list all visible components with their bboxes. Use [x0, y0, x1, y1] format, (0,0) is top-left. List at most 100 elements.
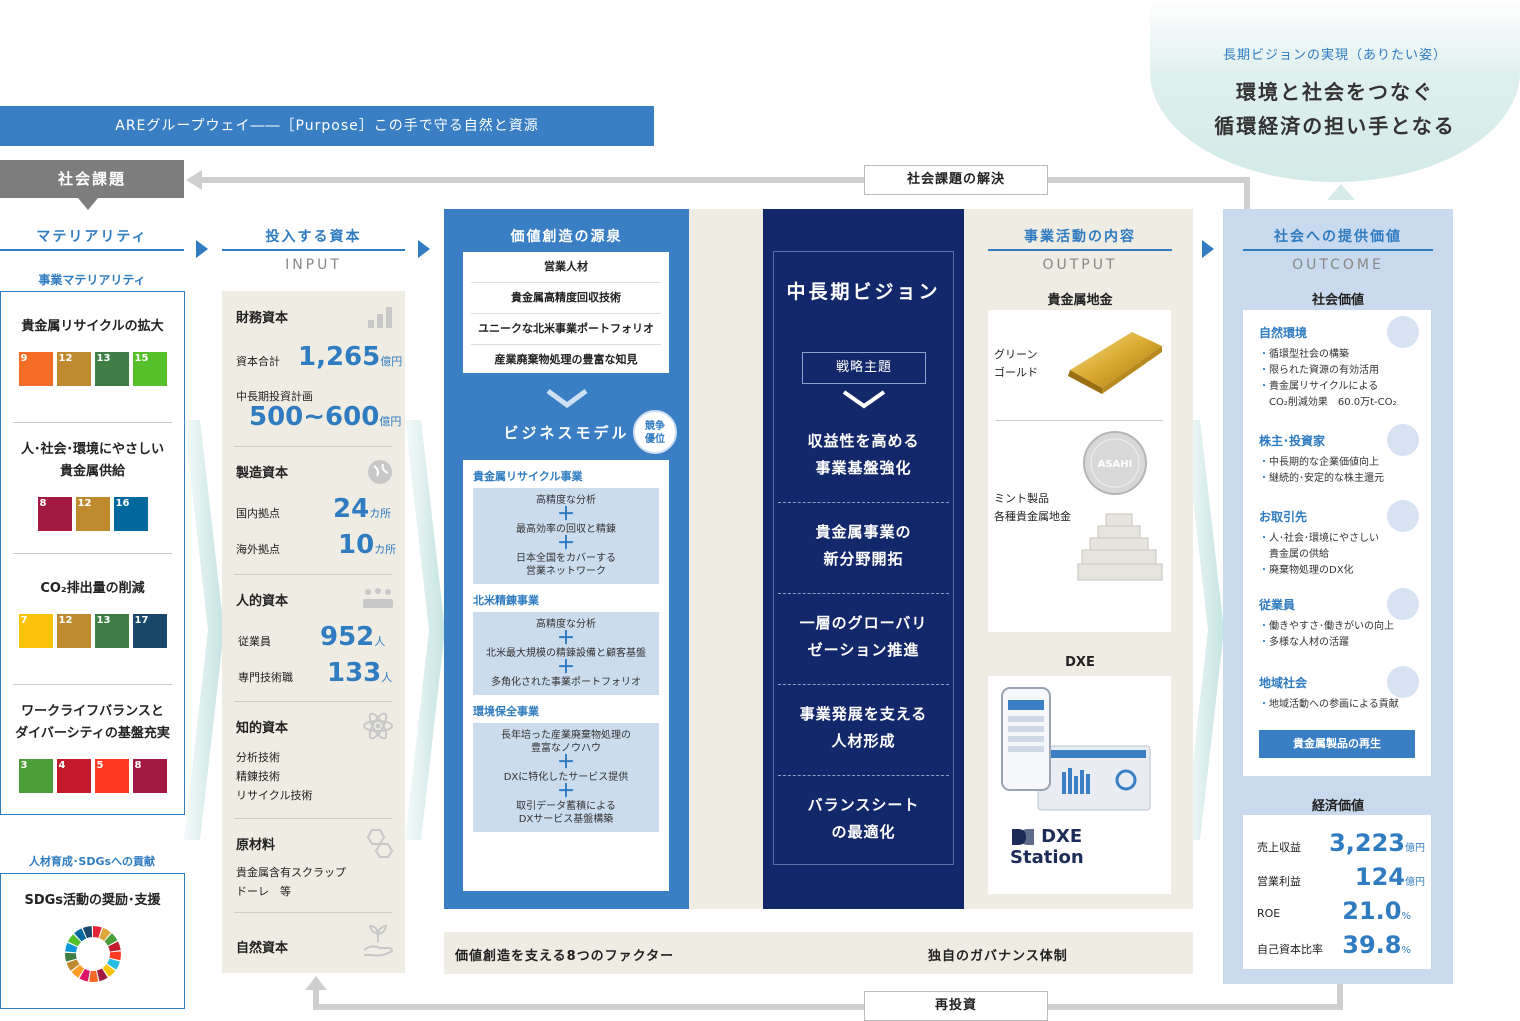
flow-chevron-2 — [405, 420, 445, 840]
plus-icon: ＋ — [557, 504, 575, 525]
hand-plant-icon — [363, 924, 394, 957]
outcome-list: ・中長期的な企業価値向上・継続的･安定的な株主還元 — [1243, 449, 1431, 487]
bullet: ・ — [1259, 533, 1269, 544]
green-gold-label: グリーン ゴールド — [994, 348, 1038, 379]
outcome-group: お取引先・人･社会･環境にやさしい 貴金属の供給・廃棄物処理のDX化 — [1243, 500, 1431, 579]
plus-icon: ＋ — [557, 533, 575, 554]
resolve-arrow-head — [186, 170, 202, 190]
output-heading-line — [988, 249, 1172, 251]
economic-label: 売上収益 — [1257, 841, 1301, 854]
sdg-goal-icon: 15 — [132, 352, 167, 386]
theme-divider — [778, 775, 949, 776]
bullet: ・ — [1259, 699, 1269, 710]
materiality-item-title: 人･社会･環境にやさしい 貴金属供給 — [20, 442, 164, 479]
employees-label: 従業員 — [238, 635, 271, 648]
business-part: 長年培った産業廃棄物処理の 豊富なノウハウ — [501, 730, 631, 754]
divider — [996, 420, 1163, 421]
resolve-label: 社会課題の解決 — [864, 165, 1048, 195]
business-part: 最高効率の回収と精錬 — [516, 524, 616, 535]
sdg-goal-number: 13 — [96, 353, 111, 364]
domestic-sites-value: 24 — [333, 494, 370, 524]
sdg-goal-number: 13 — [96, 615, 111, 626]
vision-subtitle: 長期ビジョンの実現（ありたい姿） — [1222, 48, 1447, 63]
theme-divider — [778, 684, 949, 685]
competitive-advantage-badge: 競争 優位 — [633, 410, 677, 454]
total-capital-label: 資本合計 — [236, 355, 280, 368]
governance-label: 独自のガバナンス体制 — [928, 949, 1068, 964]
business-name: 北米精錬事業 — [473, 594, 539, 607]
materiality-item-title: CO₂排出量の削減 — [40, 581, 145, 596]
business-model-heading: ビジネスモデル — [503, 424, 630, 442]
strategic-theme: 収益性を高める 事業基盤強化 — [807, 432, 920, 477]
sdgs-wheel-segment — [96, 968, 108, 982]
handshake-icon — [1387, 500, 1419, 532]
social-issue-pointer — [78, 198, 98, 210]
input-heading-line — [222, 249, 405, 251]
business-model-box: 貴金属リサイクル事業高精度な分析＋最高効率の回収と精錬＋日本全国をカバーする 営… — [463, 460, 669, 891]
resolve-loop-line — [200, 177, 1250, 183]
sdgs-wheel-segment — [92, 926, 102, 938]
outcome-group-name: お取引先 — [1259, 510, 1308, 524]
investment-plan-value: 500~600 — [249, 402, 380, 432]
overseas-sites-value: 10 — [338, 530, 375, 560]
sdg-goal-icon: 16 — [113, 497, 148, 531]
outcome-item-text: 限られた資源の有効活用 — [1269, 365, 1379, 376]
theme-divider — [778, 502, 949, 503]
raw-materials-items: 貴金属含有スクラップ ドーレ 等 — [236, 863, 346, 901]
outcome-item-text: 中長期的な企業価値向上 — [1269, 457, 1379, 468]
sdgs-wheel-segment — [102, 964, 115, 978]
plus-icon: ＋ — [557, 657, 575, 678]
gold-bar-icon — [1068, 332, 1162, 394]
sdg-goal-number: 5 — [96, 760, 104, 771]
overseas-sites-unit: カ所 — [374, 543, 397, 556]
outcome-group: 株主･投資家・中長期的な企業価値向上・継続的･安定的な株主還元 — [1243, 424, 1431, 487]
strategy-label: 戦略主題 — [802, 352, 926, 384]
value-factors-label: 価値創造を支える8つのファクター — [455, 949, 675, 964]
human-capital-name: 人的資本 — [236, 594, 289, 609]
economic-unit: % — [1401, 945, 1411, 956]
arrow-icon — [1202, 240, 1214, 258]
source-item: 貴金属高精度回収技術 — [471, 283, 661, 314]
outcome-up-arrow — [1327, 184, 1355, 200]
outcome-item-text: 地域活動への参画による貢献 — [1269, 699, 1399, 710]
business-flow: 長年培った産業廃棄物処理の 豊富なノウハウ＋DXに特化したサービス提供＋取引デー… — [473, 723, 659, 832]
sdg-goal-icon: 13 — [94, 614, 129, 648]
specialists-label: 専門技術職 — [238, 671, 293, 684]
outcome-heading: 社会への提供価値 — [1274, 229, 1402, 245]
outcome-list: ・人･社会･環境にやさしい 貴金属の供給・廃棄物処理のDX化 — [1243, 525, 1431, 579]
strategic-theme: 一層のグローバリ ゼーション推進 — [799, 614, 928, 659]
hr-sdgs-box: SDGs活動の奨励･支援 — [0, 873, 185, 1009]
raw-materials-name: 原材料 — [236, 838, 276, 853]
chevron-down-icon — [546, 388, 588, 408]
business-part: 日本全国をカバーする 営業ネットワーク — [516, 553, 616, 577]
outcome-group-name: 株主･投資家 — [1259, 434, 1326, 448]
investment-plan-unit: 億円 — [379, 415, 402, 428]
output-sub: OUTPUT — [1042, 257, 1118, 273]
employees-unit: 人 — [374, 635, 386, 648]
reinvest-loop-down — [313, 990, 319, 1010]
economic-value: 3,223 — [1329, 829, 1405, 857]
sdg-goal-icon: 13 — [94, 352, 129, 386]
building-icon — [1387, 666, 1419, 698]
manufacturing-capital-name: 製造資本 — [236, 466, 289, 481]
outcome-list-item: ・貴金属リサイクルによる CO₂削減効果 60.0万t-CO₂ — [1259, 379, 1421, 411]
sdgs-wheel-segment — [65, 959, 79, 971]
outcome-list-item: ・人･社会･環境にやさしい 貴金属の供給 — [1259, 531, 1421, 563]
intellectual-item: 精錬技術 — [236, 770, 280, 783]
atom-icon — [363, 712, 393, 740]
reinvest-arrow-head — [305, 976, 327, 990]
outcome-list-item: ・循環型社会の構築 — [1259, 347, 1421, 363]
resolve-loop-riser — [1244, 177, 1250, 209]
sdgs-wheel-segment — [82, 926, 92, 939]
outcome-item-text: 人･社会･環境にやさしい 貴金属の供給 — [1268, 533, 1379, 560]
dxe-screens-icon — [1001, 687, 1151, 811]
business-name: 貴金属リサイクル事業 — [473, 470, 583, 483]
sdg-goal-number: 4 — [58, 760, 66, 771]
